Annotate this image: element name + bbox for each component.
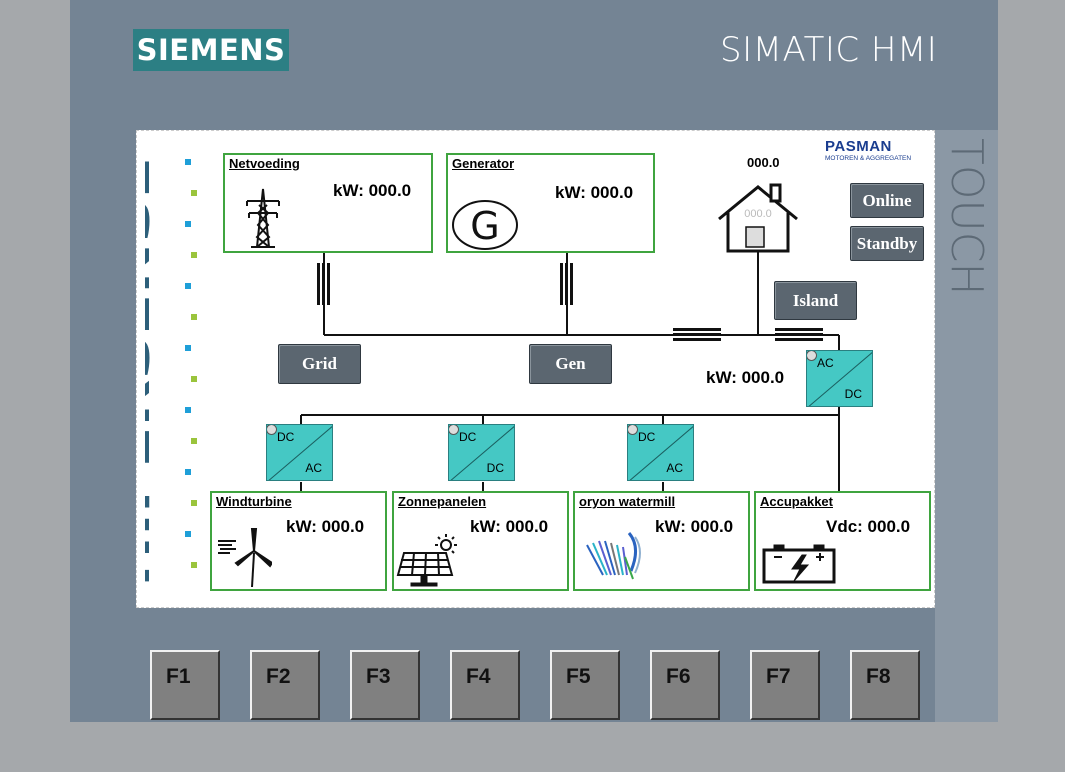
house-value: 000.0 <box>747 155 780 170</box>
bezel-side-strip <box>935 130 998 722</box>
panel-watermill: oryon watermill kW: 000.0 <box>573 491 750 591</box>
watermill-icon <box>586 532 641 580</box>
hipersense-accent <box>191 376 197 382</box>
online-button[interactable]: Online <box>850 183 924 218</box>
svg-text:000.0: 000.0 <box>744 208 772 220</box>
hipersense-accent <box>185 531 191 537</box>
ac-bus-reading: kW: 000.0 <box>706 368 785 387</box>
panel-title: Accupakket <box>760 494 833 509</box>
svg-text:G: G <box>470 204 499 248</box>
hipersense-logo: HIPERSENSE <box>145 157 197 587</box>
panel-reading: Vdc: 000.0 <box>826 517 911 536</box>
converter-diagonal <box>268 426 332 480</box>
converter-wind: DC AC <box>266 424 333 481</box>
hipersense-accent <box>185 469 191 475</box>
converter-status-led <box>807 351 817 361</box>
function-key-label: F6 <box>666 665 691 688</box>
generator-icon: G <box>452 200 518 250</box>
island-button[interactable]: Island <box>774 281 857 320</box>
function-key-label: F8 <box>866 665 891 688</box>
converter-out-label: AC <box>666 461 683 475</box>
pasman-name: PASMAN <box>825 138 892 155</box>
panel-zonnepanelen: Zonnepanelen kW: 000.0 <box>392 491 569 591</box>
function-key-label: F2 <box>266 665 291 688</box>
hipersense-accent <box>191 500 197 506</box>
panel-title: Zonnepanelen <box>398 494 487 509</box>
function-key-f2[interactable]: F2 <box>250 650 320 720</box>
svg-text:TOUCH: TOUCH <box>946 138 992 296</box>
function-key-f6[interactable]: F6 <box>650 650 720 720</box>
converter-diagonal <box>808 352 872 406</box>
panel-reading: kW: 000.0 <box>470 517 549 536</box>
hipersense-accent <box>185 345 191 351</box>
device-model-label: SIMATIC HMI <box>720 30 938 70</box>
function-key-f1[interactable]: F1 <box>150 650 220 720</box>
standby-button[interactable]: Standby <box>850 226 924 261</box>
hipersense-accent <box>191 252 197 258</box>
converter-out-label: DC <box>486 461 504 475</box>
converter-status-led <box>449 425 459 435</box>
converter-in-label: DC <box>638 430 656 444</box>
converter-main: AC DC <box>806 350 873 407</box>
gen-button[interactable]: Gen <box>529 344 612 384</box>
hipersense-accent <box>191 190 197 196</box>
converter-in-label: DC <box>459 430 477 444</box>
bus-wiring <box>300 249 840 493</box>
hmi-screen: HIPERSENSE PASMAN MOTOREN & AGGREGATEN <box>136 130 935 608</box>
house-icon: 000.0 <box>718 183 798 253</box>
siemens-logo: SIEMENS <box>133 29 289 71</box>
hipersense-accent <box>185 221 191 227</box>
panel-accupakket: Accupakket Vdc: 000.0 <box>754 491 931 591</box>
converter-solar: DC DC <box>448 424 515 481</box>
converter-water: DC AC <box>627 424 694 481</box>
battery-icon <box>762 544 836 584</box>
function-key-f5[interactable]: F5 <box>550 650 620 720</box>
hipersense-accent <box>185 159 191 165</box>
function-key-f8[interactable]: F8 <box>850 650 920 720</box>
panel-generator: Generator kW: 000.0 G <box>446 153 655 253</box>
pasman-logo: PASMAN MOTOREN & AGGREGATEN <box>825 139 925 163</box>
function-key-label: F7 <box>766 665 791 688</box>
panel-netvoeding: Netvoeding kW: 000.0 <box>223 153 433 253</box>
power-pylon-icon <box>246 188 280 248</box>
panel-title: Netvoeding <box>229 156 300 171</box>
panel-title: Generator <box>452 156 515 171</box>
function-key-f3[interactable]: F3 <box>350 650 420 720</box>
grid-button[interactable]: Grid <box>278 344 361 384</box>
panel-title: Windturbine <box>216 494 292 509</box>
hipersense-accent <box>191 562 197 568</box>
converter-diagonal <box>450 426 514 480</box>
function-key-f7[interactable]: F7 <box>750 650 820 720</box>
hipersense-wordmark: HIPERSENSE <box>145 157 159 587</box>
converter-diagonal <box>629 426 693 480</box>
converter-status-led <box>628 425 638 435</box>
hipersense-accent <box>191 314 197 320</box>
converter-out-label: AC <box>305 461 322 475</box>
converter-in-label: DC <box>277 430 295 444</box>
hipersense-accent <box>191 438 197 444</box>
panel-reading: kW: 000.0 <box>333 181 412 200</box>
function-key-label: F1 <box>166 665 191 688</box>
hipersense-accent <box>185 283 191 289</box>
pasman-subtitle: MOTOREN & AGGREGATEN <box>825 155 912 162</box>
panel-title: oryon watermill <box>579 494 676 509</box>
wind-turbine-icon <box>218 528 272 588</box>
converter-status-led <box>267 425 277 435</box>
converter-out-label: DC <box>844 387 862 401</box>
function-key-label: F5 <box>566 665 591 688</box>
hipersense-accent <box>185 407 191 413</box>
converter-in-label: AC <box>817 356 834 370</box>
panel-windturbine: Windturbine kW: 000.0 <box>210 491 387 591</box>
panel-reading: kW: 000.0 <box>286 517 365 536</box>
function-key-label: F3 <box>366 665 391 688</box>
function-key-f4[interactable]: F4 <box>450 650 520 720</box>
panel-reading: kW: 000.0 <box>655 517 734 536</box>
panel-reading: kW: 000.0 <box>555 183 634 202</box>
solar-panel-icon <box>396 534 457 587</box>
function-key-label: F4 <box>466 665 491 688</box>
touch-label: TOUCH <box>946 138 992 296</box>
